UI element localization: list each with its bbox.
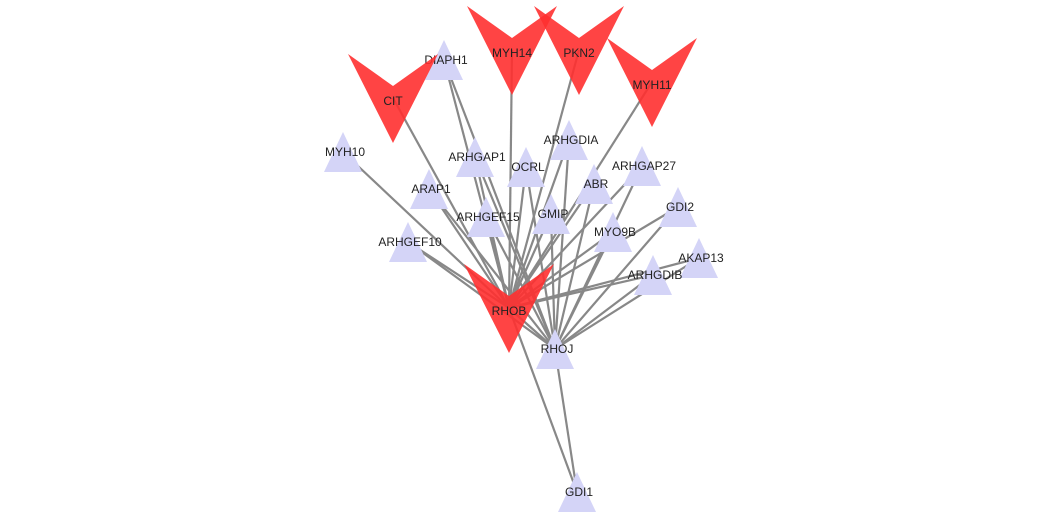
node-label-rhob: RHOB bbox=[492, 304, 527, 318]
edge-gdi2-rhoj bbox=[554, 206, 679, 350]
node-label-pkn2: PKN2 bbox=[563, 46, 595, 60]
edge-diaph1-rhoj bbox=[442, 59, 557, 350]
node-arhgef15[interactable]: ARHGEF15 bbox=[456, 197, 520, 237]
triangle-node-shape bbox=[550, 120, 588, 160]
triangle-node-shape bbox=[536, 329, 574, 369]
edge-cit-rhob bbox=[392, 97, 510, 309]
node-arap1[interactable]: ARAP1 bbox=[410, 169, 451, 209]
node-gdi2[interactable]: GDI2 bbox=[659, 187, 697, 227]
chevron-node-shape bbox=[607, 38, 697, 127]
node-label-myh11: MYH11 bbox=[632, 78, 671, 92]
node-myh11[interactable]: MYH11 bbox=[607, 38, 697, 127]
node-label-arhgef15: ARHGEF15 bbox=[456, 210, 520, 224]
triangle-node-shape bbox=[623, 146, 661, 186]
node-arhgap27[interactable]: ARHGAP27 bbox=[612, 146, 676, 186]
node-label-arhgdib: ARHGDIB bbox=[628, 268, 683, 282]
triangle-node-shape bbox=[575, 164, 613, 204]
node-arhgap1[interactable]: ARHGAP1 bbox=[448, 137, 506, 177]
edge-akap13-rhoj bbox=[554, 257, 700, 350]
edge-arap1-rhoj bbox=[428, 188, 556, 350]
node-myh14[interactable]: MYH14 bbox=[467, 6, 557, 95]
triangle-node-shape bbox=[425, 40, 463, 80]
node-myh10[interactable]: MYH10 bbox=[324, 132, 365, 172]
edge-arhgap1-rhoj bbox=[473, 156, 557, 350]
edge-abr-rhoj bbox=[553, 183, 596, 350]
node-abr[interactable]: ABR bbox=[575, 164, 613, 204]
node-arhgdia[interactable]: ARHGDIA bbox=[544, 120, 599, 160]
triangle-node-shape bbox=[389, 222, 427, 262]
node-label-gmip: GMIP bbox=[538, 207, 569, 221]
triangle-node-shape bbox=[659, 187, 697, 227]
node-label-myo9b: MYO9B bbox=[594, 225, 636, 239]
node-rhob[interactable]: RHOB bbox=[464, 264, 554, 353]
node-cit[interactable]: CIT bbox=[348, 54, 438, 143]
node-label-akap13: AKAP13 bbox=[678, 251, 724, 265]
triangle-node-shape bbox=[532, 194, 570, 234]
triangle-node-shape bbox=[680, 238, 718, 278]
node-rhoj[interactable]: RHOJ bbox=[536, 329, 574, 369]
triangle-node-shape bbox=[594, 212, 632, 252]
chevron-node-shape bbox=[534, 6, 624, 95]
node-label-myh14: MYH14 bbox=[492, 46, 532, 60]
chevron-node-shape bbox=[348, 54, 438, 143]
node-label-arhgef10: ARHGEF10 bbox=[378, 235, 442, 249]
node-ocrl[interactable]: OCRL bbox=[507, 147, 545, 187]
chevron-node-shape bbox=[467, 6, 557, 95]
node-myo9b[interactable]: MYO9B bbox=[594, 212, 636, 252]
edge-gmip-rhoj bbox=[549, 213, 557, 350]
triangle-node-shape bbox=[467, 197, 505, 237]
triangle-node-shape bbox=[507, 147, 545, 187]
edge-ocrl-rhoj bbox=[524, 166, 557, 350]
edge-ocrl-rhob bbox=[507, 166, 528, 309]
triangle-node-shape bbox=[410, 169, 448, 209]
node-pkn2[interactable]: PKN2 bbox=[534, 6, 624, 95]
node-label-arhgdia: ARHGDIA bbox=[544, 133, 599, 147]
edge-arhgdib-rhoj bbox=[554, 274, 654, 350]
node-label-ocrl: OCRL bbox=[511, 160, 545, 174]
node-label-arap1: ARAP1 bbox=[411, 182, 451, 196]
node-gdi1[interactable]: GDI1 bbox=[558, 472, 596, 512]
node-arhgef10[interactable]: ARHGEF10 bbox=[378, 222, 442, 262]
triangle-node-shape bbox=[324, 132, 362, 172]
node-label-abr: ABR bbox=[584, 177, 609, 191]
edge-gdi1-rhoj bbox=[553, 348, 579, 493]
node-label-gdi1: GDI1 bbox=[565, 485, 593, 499]
node-label-myh10: MYH10 bbox=[325, 145, 365, 159]
node-label-arhgap27: ARHGAP27 bbox=[612, 159, 676, 173]
node-label-rhoj: RHOJ bbox=[541, 342, 574, 356]
node-label-gdi2: GDI2 bbox=[666, 200, 694, 214]
node-label-cit: CIT bbox=[383, 94, 403, 108]
triangle-node-shape bbox=[634, 255, 672, 295]
triangle-node-shape bbox=[558, 472, 596, 512]
chevron-node-shape bbox=[464, 264, 554, 353]
edge-arhgef15-rhoj bbox=[485, 216, 556, 350]
node-gmip[interactable]: GMIP bbox=[532, 194, 570, 234]
edge-arhgdia-rhoj bbox=[553, 139, 571, 350]
edge-gdi1-rhob bbox=[507, 307, 579, 493]
node-arhgdib[interactable]: ARHGDIB bbox=[628, 255, 683, 295]
triangle-node-shape bbox=[456, 137, 494, 177]
node-akap13[interactable]: AKAP13 bbox=[678, 238, 724, 278]
node-label-arhgap1: ARHGAP1 bbox=[448, 150, 506, 164]
